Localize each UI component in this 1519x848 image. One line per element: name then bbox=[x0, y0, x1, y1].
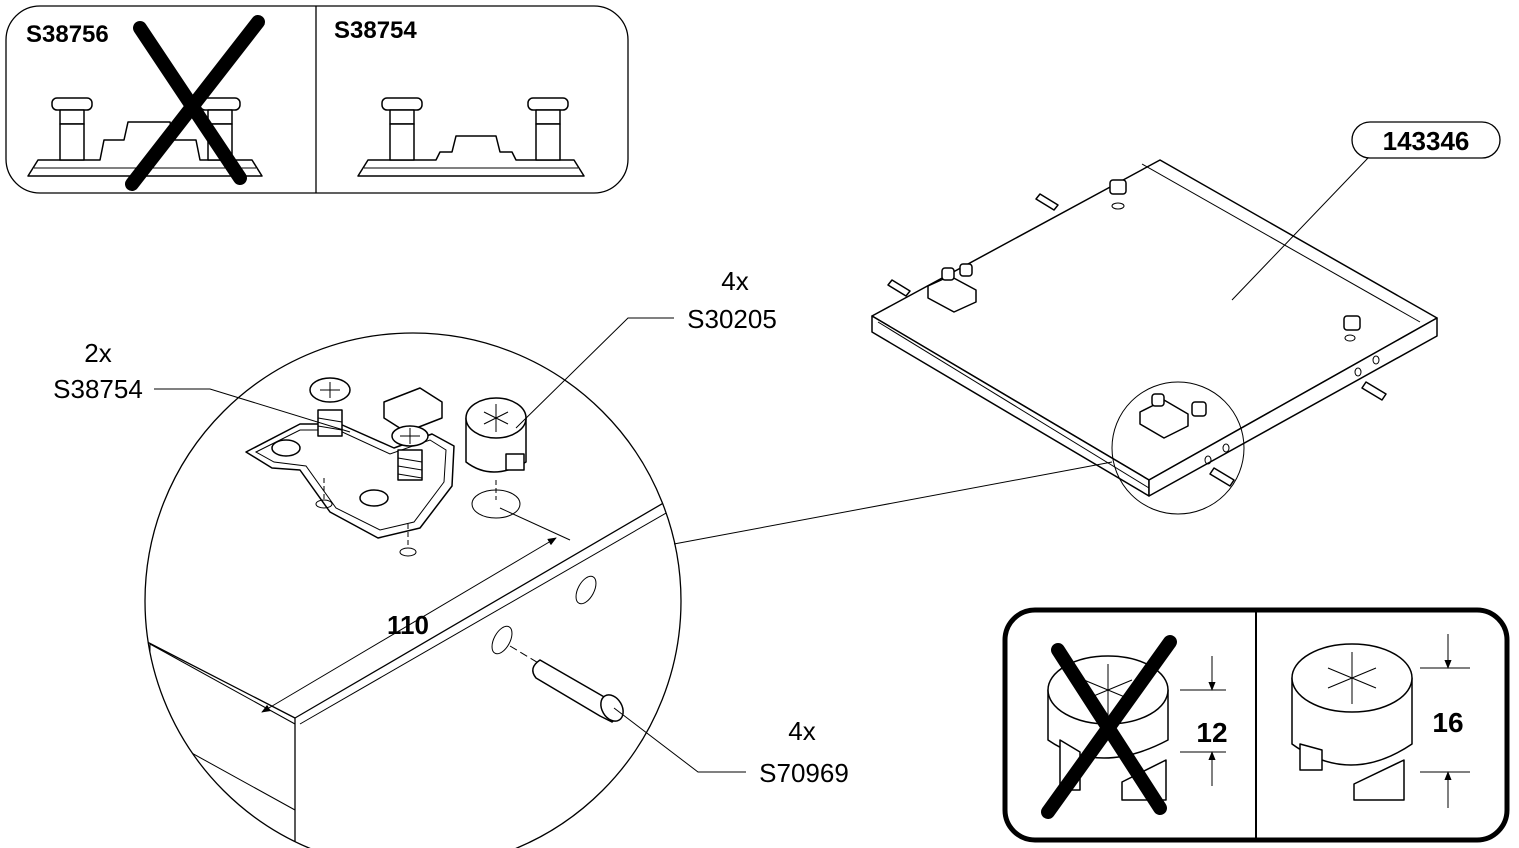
board-label: 143346 bbox=[1231, 121, 1501, 301]
right-plate-code: S38754 bbox=[334, 17, 417, 44]
dowel-leader-line bbox=[613, 707, 746, 773]
dowel-callout: 4x S70969 bbox=[613, 707, 849, 788]
wrong-plate-code: S38756 bbox=[26, 21, 109, 48]
cam-lock-drawing bbox=[465, 397, 527, 519]
cam-panel-frame bbox=[1002, 607, 1510, 843]
cam-code: S30205 bbox=[687, 304, 777, 334]
mounting-plate-drawing bbox=[245, 377, 455, 557]
board-leader-line bbox=[1231, 157, 1369, 301]
right-cam-drawing: 16 bbox=[1291, 634, 1470, 808]
detail-connector-upper bbox=[673, 461, 1113, 545]
detail-indicator-circle bbox=[1111, 381, 1245, 515]
right-plate-drawing bbox=[357, 97, 585, 177]
cam-callout: 4x S30205 bbox=[515, 266, 777, 429]
plate-quantity: 2x bbox=[84, 338, 111, 368]
dowel-code: S70969 bbox=[759, 758, 849, 788]
dowel-quantity: 4x bbox=[788, 716, 815, 746]
wrong-cam-height: 12 bbox=[1196, 717, 1227, 748]
wrong-cross-mark bbox=[125, 15, 265, 191]
plate-leader-line bbox=[154, 388, 351, 433]
board-label-frame bbox=[1351, 121, 1501, 159]
dimension-110: 110 bbox=[261, 507, 571, 713]
panel-frame bbox=[5, 5, 629, 194]
wrong-cam-cross-mark bbox=[1041, 635, 1177, 819]
mounting-plate-comparison-panel: S38756 S38754 bbox=[5, 5, 629, 194]
dimension-value: 110 bbox=[387, 610, 429, 640]
board-part bbox=[871, 159, 1438, 515]
right-cam-height: 16 bbox=[1432, 707, 1463, 738]
board-fittings bbox=[927, 179, 1361, 439]
board-code: 143346 bbox=[1383, 126, 1470, 156]
board-dowels bbox=[887, 193, 1387, 487]
cam-leader-line bbox=[515, 317, 674, 429]
plate-callout: 2x S38754 bbox=[53, 338, 351, 433]
plate-code: S38754 bbox=[53, 374, 143, 404]
cam-quantity: 4x bbox=[721, 266, 748, 296]
cam-height-comparison-panel: 12 16 bbox=[1002, 607, 1510, 843]
detail-view: 110 bbox=[144, 332, 682, 848]
detail-circle bbox=[144, 332, 682, 848]
